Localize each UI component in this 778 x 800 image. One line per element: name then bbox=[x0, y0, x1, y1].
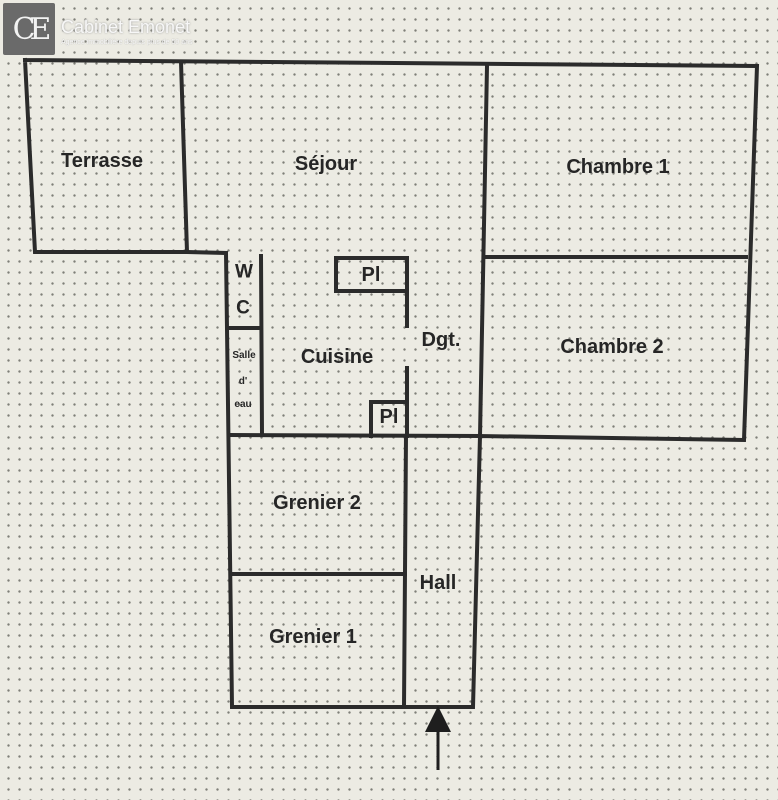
room-wc-c: C bbox=[236, 297, 250, 319]
room-grenier-1: Grenier 1 bbox=[269, 626, 357, 648]
room-hall: Hall bbox=[419, 572, 457, 594]
room-sejour: Séjour bbox=[294, 153, 358, 175]
placard-top bbox=[334, 256, 409, 293]
room-wc-w: W bbox=[235, 261, 253, 283]
brand-name: Cabinet Emonet bbox=[61, 17, 191, 37]
room-salle-deau-line-1: Salle bbox=[232, 350, 256, 361]
room-placard-bottom: Pl bbox=[379, 406, 399, 428]
logo-icon: CE bbox=[3, 3, 55, 55]
room-cuisine: Cuisine bbox=[300, 346, 374, 368]
wall-cuisine-bottom bbox=[226, 432, 483, 439]
room-degagement: Dgt. bbox=[421, 329, 461, 351]
room-placard-top: Pl bbox=[361, 264, 381, 286]
entrance-arrow-icon bbox=[425, 706, 451, 770]
outer-wall bbox=[22, 57, 760, 709]
wall-sejour-chambres bbox=[477, 63, 490, 439]
brand-tagline: Agence immobilière depuis plus de 50 ans bbox=[61, 39, 193, 46]
wall-hall bbox=[401, 433, 409, 710]
wall-wc-right bbox=[258, 253, 265, 438]
placard-bottom bbox=[369, 400, 409, 438]
room-salle-deau-line-3: eau bbox=[234, 399, 252, 410]
room-terrasse: Terrasse bbox=[61, 150, 143, 172]
room-salle-deau-line-2: d' bbox=[238, 376, 248, 387]
room-chambre-2: Chambre 2 bbox=[560, 336, 664, 358]
room-grenier-2: Grenier 2 bbox=[273, 492, 361, 514]
wall-terrasse bbox=[178, 59, 190, 255]
room-chambre-1: Chambre 1 bbox=[566, 156, 670, 178]
